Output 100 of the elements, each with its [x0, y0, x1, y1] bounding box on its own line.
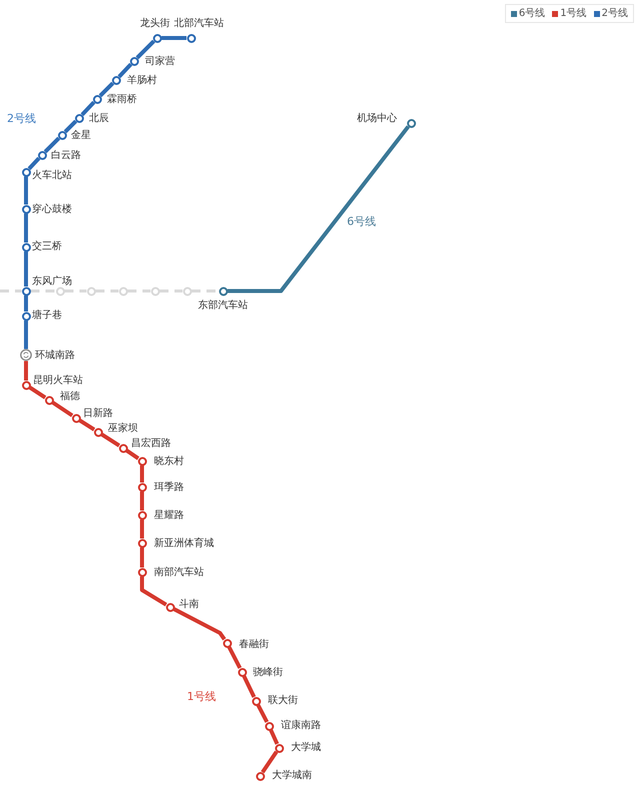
station-label: 昆明火车站: [33, 374, 83, 386]
station-circle: [406, 118, 416, 128]
legend-text: 1号线: [560, 8, 587, 20]
metro-line: [162, 36, 186, 40]
station-circle: [118, 286, 128, 296]
metro-line: [24, 361, 28, 380]
station-label: 春融街: [239, 638, 269, 650]
metro-line: [118, 62, 132, 78]
metro-line: [24, 214, 28, 242]
station-circle: [92, 94, 102, 104]
metro-line: [227, 646, 242, 669]
station-circle: [22, 380, 30, 390]
station-circle: [238, 668, 246, 676]
station-label: 福德: [60, 390, 80, 402]
station-label: 北部汽车站: [174, 18, 224, 28]
station-circle: [138, 456, 146, 466]
station-label: 谊康南路: [281, 720, 321, 730]
station-label: 斗南: [179, 598, 199, 610]
line-name: 6号线: [347, 214, 376, 228]
metro-line: [140, 466, 144, 482]
legend-text: 2号线: [602, 8, 628, 20]
metro-line: [242, 675, 256, 698]
station-label: 联大街: [268, 694, 298, 706]
metro-line: [140, 576, 168, 606]
dashed-line: [0, 290, 22, 292]
station-circle: [22, 312, 30, 320]
metro-line: [78, 418, 96, 432]
legend-text: 6号线: [518, 8, 546, 20]
station-circle: [182, 286, 192, 296]
station-label: 霖雨桥: [107, 94, 137, 104]
station-circle: [74, 114, 84, 122]
metro-line: [140, 548, 144, 568]
station-label: 骁峰街: [253, 666, 283, 678]
station-label: 东部汽车站: [198, 300, 248, 310]
station-circle: [252, 696, 260, 706]
dashed-line: [192, 290, 218, 292]
metro-line: [28, 386, 46, 400]
metro-line: [269, 729, 279, 745]
station-label: 穿心鼓楼: [32, 204, 72, 214]
metro-line: [173, 607, 226, 640]
station-label: 珥季路: [154, 482, 184, 492]
station-circle: [264, 722, 274, 730]
station-label: 大学城: [291, 742, 321, 752]
metro-line: [98, 82, 114, 98]
metro-line: [228, 125, 410, 293]
station-label: 南部汽车站: [154, 566, 204, 578]
metro-line: [260, 750, 278, 774]
station-label: 昌宏西路: [131, 438, 171, 448]
station-label: 龙头街: [140, 18, 170, 28]
station-circle: [22, 242, 30, 252]
station-circle: [58, 130, 66, 140]
metro-line: [52, 400, 74, 418]
station-label: 金星: [71, 130, 91, 140]
station-label: 环城南路: [35, 350, 75, 360]
station-circle: [256, 772, 264, 780]
metro-line: [126, 448, 140, 460]
station-label: 日新路: [83, 408, 113, 418]
metro-line: [24, 296, 28, 312]
metro-line: [24, 176, 28, 204]
metro-line: [256, 704, 269, 723]
station-label: 晓东村: [154, 456, 184, 466]
station-label: 司家营: [145, 56, 175, 66]
metro-line: [64, 120, 78, 134]
station-circle: [56, 286, 64, 296]
metro-line: [80, 100, 96, 116]
station-circle: [166, 602, 174, 612]
line-name: 1号线: [187, 690, 216, 702]
station-circle: [22, 168, 30, 176]
station-circle: [138, 568, 146, 576]
dashed-line: [128, 290, 150, 292]
dashed-line: [96, 290, 118, 292]
metro-line: [24, 252, 28, 286]
station-label: 白云路: [51, 150, 81, 160]
station-circle: [218, 286, 228, 296]
station-circle: [72, 414, 80, 422]
dashed-line: [64, 290, 86, 292]
station-circle: [222, 638, 232, 648]
station-label: 火车北站: [32, 170, 72, 180]
metro-line: [44, 136, 60, 154]
station-circle: [22, 286, 30, 296]
metro-line: [136, 40, 156, 60]
station-circle: [112, 76, 120, 84]
metro-line: [100, 432, 120, 448]
dashed-line: [30, 290, 56, 292]
station-label: 星耀路: [154, 510, 184, 520]
station-label: 北辰: [89, 112, 109, 124]
station-label: 机场中心: [357, 112, 397, 124]
station-circle: [138, 482, 146, 492]
dashed-line: [160, 290, 182, 292]
metro-line: [28, 156, 40, 170]
metro-line: [140, 520, 144, 538]
station-circle: [94, 428, 102, 436]
station-circle: [44, 396, 54, 404]
station-circle: [118, 444, 128, 452]
station-label: 新亚洲体育城: [154, 538, 214, 548]
station-label: 塘子巷: [32, 310, 62, 320]
station-label: 交三桥: [32, 240, 62, 252]
metro-line: [140, 492, 144, 510]
station-circle: [138, 538, 146, 548]
station-circle: [38, 150, 46, 160]
